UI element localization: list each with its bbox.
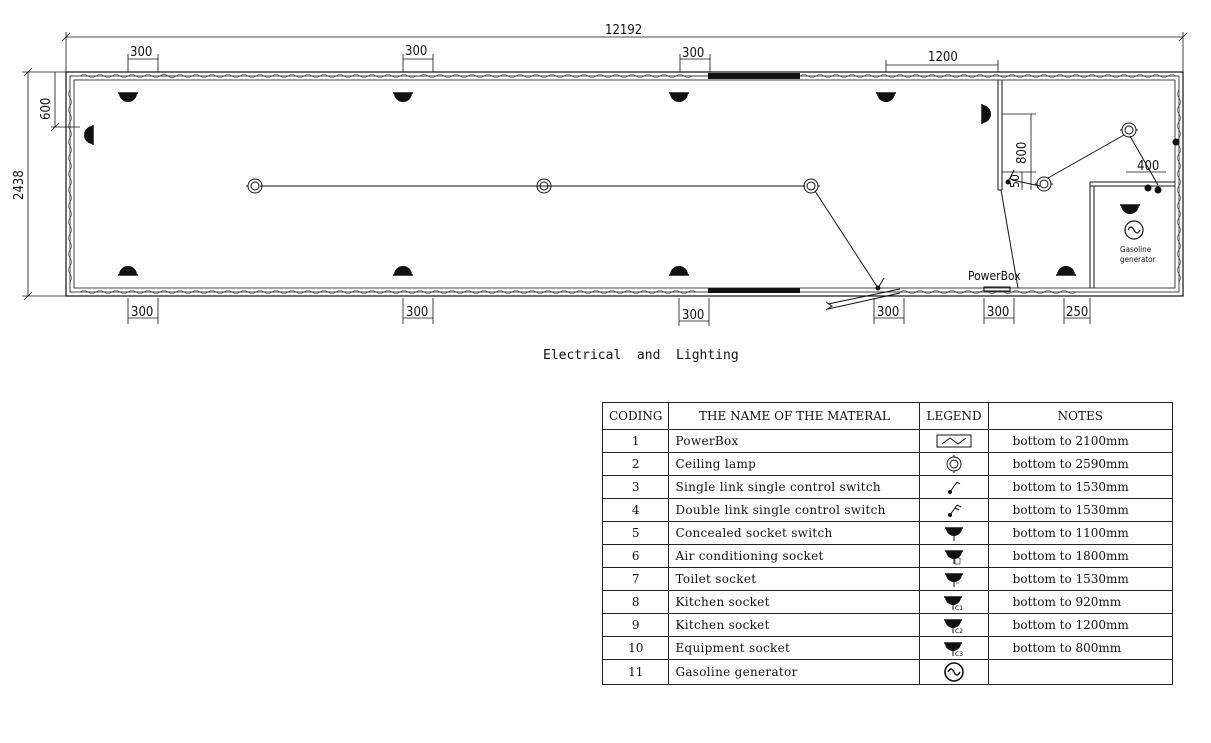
window-marks	[708, 73, 800, 293]
row-note: bottom to 920mm	[987, 590, 1174, 614]
generator-label-line1: Gasoline	[1120, 245, 1152, 254]
table-row: 3 Single link single control switch bott…	[601, 475, 1174, 499]
table-row: 11 Gasoline generator	[601, 659, 1174, 685]
dimension-bottom-2: 300	[406, 305, 428, 320]
dimension-bottom-marks	[127, 298, 1091, 326]
row-name: PowerBox	[668, 429, 921, 453]
double-switch-icon	[919, 498, 989, 522]
generator-label-line2: generator	[1120, 255, 1156, 264]
dimension-overall-length-label: 12192	[605, 23, 642, 38]
row-code: 8	[601, 590, 670, 614]
legend-table: CODING THE NAME OF THE MATERAL LEGEND NO…	[601, 402, 1174, 685]
row-name: Double link single control switch	[668, 498, 921, 522]
table-row: 5 Concealed socket switch bottom to 1100…	[601, 521, 1174, 545]
socket-icon	[919, 521, 989, 545]
row-note: bottom to 2100mm	[987, 429, 1174, 453]
interior-partitions	[997, 80, 1175, 288]
legend-header-row: CODING THE NAME OF THE MATERAL LEGEND NO…	[601, 402, 1174, 430]
svg-text:C3: C3	[955, 651, 963, 657]
row-code: 9	[601, 613, 670, 637]
dimension-overall-length	[61, 32, 1188, 72]
row-code: 6	[601, 544, 670, 568]
row-code: 10	[601, 636, 670, 660]
row-name: Kitchen socket	[668, 613, 921, 637]
table-row: 9 Kitchen socket C2 bottom to 1200mm	[601, 613, 1174, 637]
toilet-socket-icon	[919, 567, 989, 591]
table-row: 6 Air conditioning socket bottom to 1800…	[601, 544, 1174, 568]
dimension-left-600: 600	[39, 98, 54, 120]
single-switch-icon	[919, 475, 989, 499]
svg-text:C2: C2	[955, 628, 963, 634]
powerbox-icon	[919, 429, 989, 453]
header-notes: NOTES	[987, 402, 1174, 430]
equipment-socket-icon: C3	[919, 636, 989, 660]
container-walls	[65, 71, 1184, 297]
row-note: bottom to 1530mm	[987, 475, 1174, 499]
row-note: bottom to 1200mm	[987, 613, 1174, 637]
row-code: 4	[601, 498, 670, 522]
dimension-bottom-1: 300	[131, 305, 153, 320]
powerbox-marker	[983, 286, 1011, 292]
dimension-right-800: 800	[1015, 142, 1030, 164]
dimension-top-4: 1200	[928, 50, 958, 65]
kitchen-socket-c2-icon: C2	[919, 613, 989, 637]
row-name: Single link single control switch	[668, 475, 921, 499]
dimension-bottom-5: 300	[987, 305, 1009, 320]
table-row: 10 Equipment socket C3 bottom to 800mm	[601, 636, 1174, 660]
dimension-bottom-6: 250	[1066, 305, 1088, 320]
row-name: Kitchen socket	[668, 590, 921, 614]
header-coding: CODING	[601, 402, 670, 430]
table-row: 4 Double link single control switch bott…	[601, 498, 1174, 522]
row-name: Equipment socket	[668, 636, 921, 660]
row-name: Concealed socket switch	[668, 521, 921, 545]
row-note: bottom to 800mm	[987, 636, 1174, 660]
header-material-name: THE NAME OF THE MATERAL	[668, 402, 921, 430]
row-note: bottom to 1530mm	[987, 498, 1174, 522]
dimension-top-3: 300	[682, 46, 704, 61]
ceiling-lamps	[245, 122, 1139, 194]
ceiling-lamp-icon	[919, 452, 989, 476]
row-code: 7	[601, 567, 670, 591]
row-name: Air conditioning socket	[668, 544, 921, 568]
table-row: 2 Ceiling lamp bottom to 2590mm	[601, 452, 1174, 476]
generator-icon	[1124, 220, 1144, 240]
dimension-bottom-3: 300	[682, 308, 704, 323]
dimension-right-400: 400	[1137, 159, 1159, 174]
drawing-caption: Electrical and Lighting	[543, 348, 739, 363]
dimension-top-2: 300	[405, 44, 427, 59]
row-name: Toilet socket	[668, 567, 921, 591]
dimension-bottom-4: 300	[877, 305, 899, 320]
svg-text:C1: C1	[955, 605, 963, 611]
dimension-top-1: 300	[130, 45, 152, 60]
floor-plan: 12192 2438 600 300 300 300 1200 300 300 …	[12, 23, 1188, 326]
switches	[875, 138, 1180, 291]
wiring	[260, 134, 1159, 289]
dimension-overall-width	[22, 67, 80, 301]
row-code: 11	[601, 659, 670, 685]
door-swing	[825, 288, 901, 311]
row-note: bottom to 1100mm	[987, 521, 1174, 545]
row-code: 1	[601, 429, 670, 453]
header-legend: LEGEND	[919, 402, 989, 430]
wall-sockets	[83, 92, 1141, 276]
dimension-overall-width-label: 2438	[12, 170, 27, 200]
ac-socket-icon	[919, 544, 989, 568]
dimension-top-marks	[127, 54, 999, 72]
table-row: 1 PowerBox bottom to 2100mm	[601, 429, 1174, 453]
row-code: 3	[601, 475, 670, 499]
row-name: Gasoline generator	[668, 659, 921, 685]
generator-icon	[919, 659, 989, 685]
dimension-right-marks	[1002, 113, 1166, 190]
row-note: bottom to 1530mm	[987, 567, 1174, 591]
kitchen-socket-c1-icon: C1	[919, 590, 989, 614]
table-row: 8 Kitchen socket C1 bottom to 920mm	[601, 590, 1174, 614]
row-note	[987, 659, 1174, 685]
row-code: 5	[601, 521, 670, 545]
row-name: Ceiling lamp	[668, 452, 921, 476]
row-note: bottom to 1800mm	[987, 544, 1174, 568]
powerbox-label: PowerBox	[968, 269, 1021, 283]
row-code: 2	[601, 452, 670, 476]
row-note: bottom to 2590mm	[987, 452, 1174, 476]
table-row: 7 Toilet socket bottom to 1530mm	[601, 567, 1174, 591]
